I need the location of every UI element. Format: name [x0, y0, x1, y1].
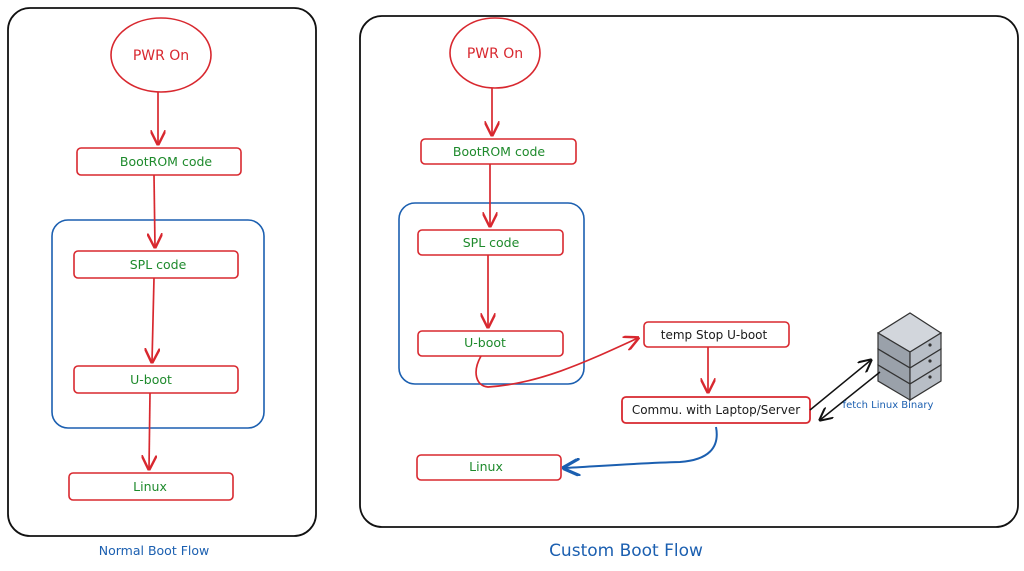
custom-temp-stop-label: temp Stop U-boot	[661, 328, 768, 342]
normal-bootrom-node	[76, 147, 242, 176]
custom-linux-label: Linux	[469, 459, 503, 474]
normal-uboot-label: U-boot	[130, 372, 172, 387]
normal-spl-label: SPL code	[130, 257, 187, 272]
normal-linux-label: Linux	[133, 479, 167, 494]
normal-arrow-spl-to-uboot	[152, 277, 154, 362]
normal-arrow-uboot-to-linux	[149, 392, 150, 469]
normal-uboot-node	[73, 365, 239, 394]
custom-bootrom-label: BootROM code	[453, 144, 546, 159]
custom-flow-panel	[359, 15, 1019, 528]
normal-arrow-bootrom-to-spl	[154, 174, 155, 247]
normal-pwr-on-node	[110, 17, 212, 93]
custom-bootloader-group	[398, 202, 585, 385]
custom-spl-node	[417, 229, 564, 256]
server-stack-icon	[876, 312, 943, 402]
server-arrow-to-server	[809, 360, 871, 411]
custom-flow-caption: Custom Boot Flow	[549, 541, 703, 561]
normal-bootrom-label: BootROM code	[120, 154, 213, 169]
custom-commu-label: Commu. with Laptop/Server	[632, 403, 800, 417]
custom-temp-stop-node	[643, 321, 790, 348]
normal-linux-node	[68, 472, 234, 501]
custom-uboot-node	[417, 330, 564, 357]
custom-arrow-commu-to-linux	[564, 426, 718, 468]
custom-pwr-on-label: PWR On	[467, 46, 523, 62]
normal-pwr-on-label: PWR On	[133, 48, 189, 64]
fetch-linux-binary-label: fetch Linux Binary	[843, 400, 934, 411]
normal-spl-node	[73, 250, 239, 279]
custom-arrow-uboot-to-temp-stop	[475, 338, 638, 388]
custom-bootrom-node	[420, 138, 577, 165]
normal-flow-caption: Normal Boot Flow	[99, 543, 209, 558]
custom-spl-label: SPL code	[463, 235, 520, 250]
custom-uboot-label: U-boot	[464, 335, 506, 350]
custom-linux-node	[416, 454, 562, 481]
normal-bootloader-group	[51, 219, 265, 429]
server-arrow-to-commu	[820, 371, 881, 420]
custom-pwr-on-node	[449, 17, 541, 89]
